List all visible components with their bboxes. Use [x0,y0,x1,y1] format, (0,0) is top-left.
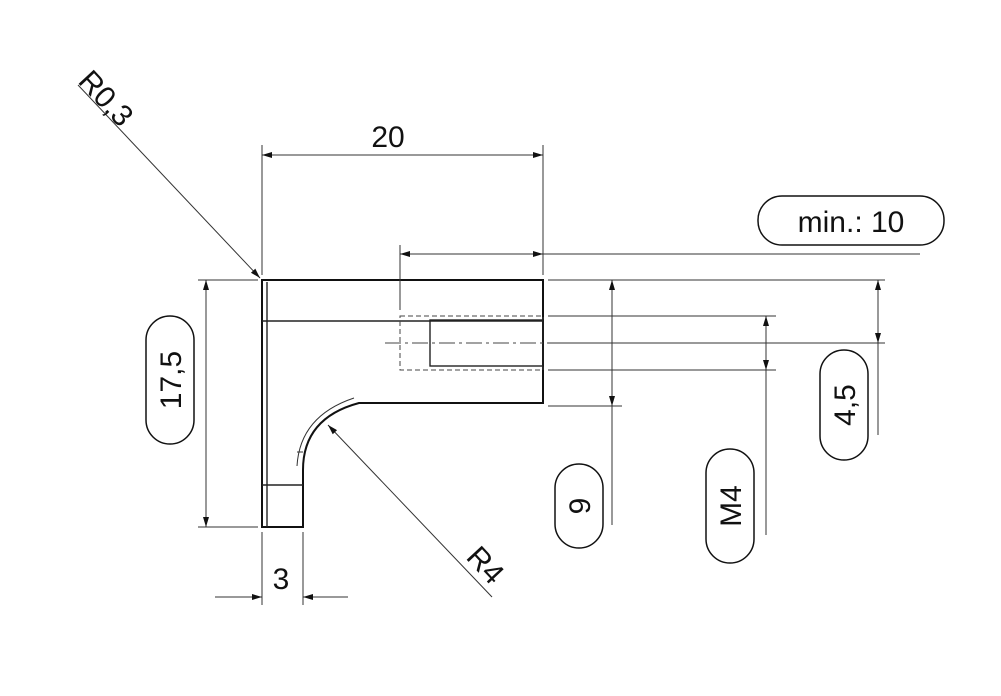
dim-radius-bend: R4 [460,540,510,591]
dim-thread-box: M4 [705,448,755,564]
dim-height-total-box: 17,5 [145,315,195,445]
dim-min-depth-box: min.: 10 [757,195,945,246]
part-outline [261,279,544,528]
dim-leg-thickness: 3 [273,563,290,596]
dimension-lines [77,84,920,600]
dim-width-top: 20 [371,121,404,154]
extension-lines [198,145,885,605]
dim-radius-corner: R0,3 [72,64,139,133]
threaded-hole [385,315,580,371]
dim-hole-depth-box: 9 [554,463,604,549]
dim-thread: M4 [715,485,748,527]
dim-min-depth: min.: 10 [798,206,905,239]
dim-hole-offset-box: 4,5 [819,349,869,461]
dim-height-total: 17,5 [155,351,188,409]
dim-hole-offset: 4,5 [829,384,862,426]
dim-hole-depth: 9 [564,498,597,515]
